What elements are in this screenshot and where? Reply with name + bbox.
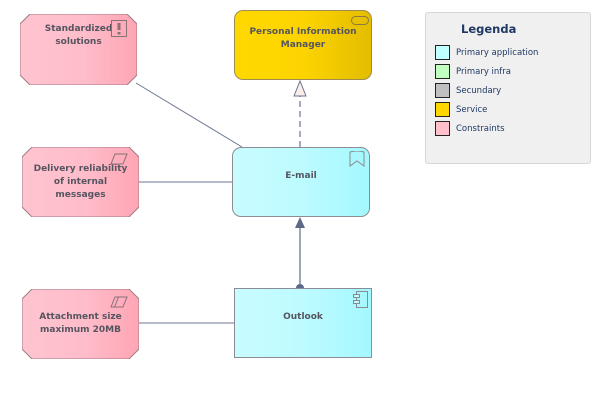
node-label: Personal Information Manager: [249, 26, 357, 50]
node-attachment-size[interactable]: Attachment size maximum 20MB: [22, 289, 139, 359]
node-outlook[interactable]: Outlook: [234, 288, 372, 358]
double-parallelogram-icon: [110, 296, 128, 308]
constraint-shape: [22, 147, 139, 217]
legend-item: Primary application: [435, 44, 538, 61]
legend-swatch: [435, 83, 450, 98]
constraint-shape: [20, 14, 137, 85]
node-label: Outlook: [283, 311, 323, 322]
node-label: Delivery reliability of internal message…: [33, 163, 128, 200]
edge-standardized-to-email[interactable]: [135, 82, 243, 148]
realization-arrowhead: [293, 79, 307, 97]
legend-item: Primary infra: [435, 63, 511, 80]
legend-panel: Legenda Primary application Primary infr…: [425, 12, 591, 164]
node-label: Standardized solutions: [44, 23, 113, 47]
legend-label: Secundary: [456, 85, 502, 96]
node-standardized-solutions[interactable]: Standardized solutions: [20, 14, 137, 85]
legend-label: Service: [456, 104, 488, 115]
bookmark-icon: [349, 151, 365, 167]
legend-label: Primary application: [456, 47, 539, 58]
constraint-shape: [22, 289, 139, 359]
exclamation-icon: [111, 20, 127, 37]
legend-item: Constraints: [435, 120, 505, 137]
legend-swatch: [435, 121, 450, 136]
component-icon: [353, 291, 368, 308]
parallelogram-icon: [110, 153, 128, 165]
legend-label: Constraints: [456, 123, 505, 134]
serving-arrowhead: [295, 217, 305, 228]
node-label: E-mail: [285, 170, 317, 181]
node-label: Attachment size maximum 20MB: [39, 312, 122, 335]
service-pill-icon: [351, 16, 369, 25]
legend-swatch: [435, 45, 450, 60]
node-personal-information-manager[interactable]: Personal Information Manager: [234, 10, 372, 80]
legend-swatch: [435, 64, 450, 79]
legend-label: Primary infra: [456, 66, 511, 77]
legend-swatch: [435, 102, 450, 117]
legend-title: Legenda: [461, 22, 517, 36]
legend-item: Secundary: [435, 82, 501, 99]
node-email[interactable]: E-mail: [232, 147, 370, 217]
legend-item: Service: [435, 101, 487, 118]
node-delivery-reliability[interactable]: Delivery reliability of internal message…: [22, 147, 139, 217]
